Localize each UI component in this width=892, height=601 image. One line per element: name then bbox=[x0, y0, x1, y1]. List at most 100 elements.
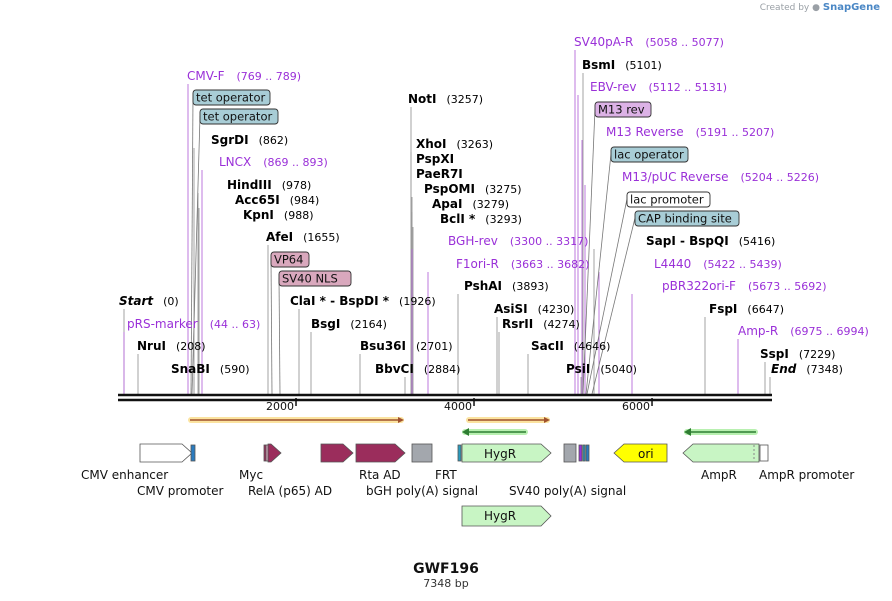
feature-box-lac-promoter bbox=[626, 191, 711, 208]
label-name: Amp-R bbox=[738, 324, 778, 338]
label-position: (978) bbox=[282, 179, 312, 192]
label-position: (988) bbox=[284, 209, 314, 222]
map-title-block: GWF196 7348 bp bbox=[0, 561, 892, 590]
label-name: FspI bbox=[709, 302, 737, 316]
rela-ad-arrow-2 bbox=[320, 443, 354, 463]
site-bsmi: BsmI (5101) bbox=[582, 58, 662, 72]
site-acc65i: Acc65I(984) bbox=[235, 193, 319, 207]
site-fspi: FspI (6647) bbox=[709, 302, 784, 316]
label-position: (5101) bbox=[625, 59, 662, 72]
site-sapi-bspqi: SapI - BspQI(5416) bbox=[646, 234, 775, 248]
site-asisi: AsiSI(4230) bbox=[494, 302, 574, 316]
site-clai-bspdi: ClaI * - BspDI * (1926) bbox=[290, 294, 436, 308]
label-position: (208) bbox=[176, 340, 206, 353]
rela-ad-arrow bbox=[267, 443, 282, 463]
label-name: End bbox=[771, 362, 797, 376]
label-position: (3275) bbox=[485, 183, 522, 196]
site-pspxi: PspXI bbox=[416, 152, 454, 166]
site-end: End(7348) bbox=[771, 362, 843, 376]
feature-box-label: VP64 bbox=[274, 253, 303, 267]
site-sgrdi: SgrDI(862) bbox=[211, 133, 288, 147]
label-position: (2701) bbox=[416, 340, 453, 353]
feature-box-label: lac promoter bbox=[630, 193, 704, 207]
label-position: (3293) bbox=[485, 213, 522, 226]
label-position: (3257) bbox=[447, 93, 484, 106]
box-label-line bbox=[191, 115, 201, 395]
feature-bgh-poly-a-signal: bGH poly(A) signal bbox=[366, 484, 478, 498]
plasmid-size: 7348 bp bbox=[423, 577, 469, 590]
feature-cmv-promoter: CMV promoter bbox=[137, 484, 224, 498]
label-position: (5204 .. 5226) bbox=[741, 171, 820, 184]
label-name: M13/pUC Reverse bbox=[622, 170, 729, 184]
site-noti: NotI (3257) bbox=[408, 92, 483, 106]
site-sspi: SspI(7229) bbox=[760, 347, 835, 361]
label-name: EBV-rev bbox=[590, 80, 636, 94]
label-position: (4230) bbox=[538, 303, 575, 316]
box-label-line bbox=[582, 108, 596, 395]
label-position: (1926) bbox=[399, 295, 436, 308]
feature-box-label: CAP binding site bbox=[638, 212, 732, 226]
label-name: F1ori-R bbox=[456, 257, 499, 271]
label-name: PsiI bbox=[566, 362, 590, 376]
backbone bbox=[118, 393, 772, 402]
label-name: BbvCI bbox=[375, 362, 414, 376]
box-label-line bbox=[591, 217, 636, 395]
feature-ampr-promoter: AmpR promoter bbox=[759, 468, 854, 482]
label-name: KpnI bbox=[243, 208, 274, 222]
label-position: (5112 .. 5131) bbox=[648, 81, 727, 94]
label-position: (769 .. 789) bbox=[236, 70, 301, 83]
feature-box-label: M13 rev bbox=[598, 103, 645, 117]
label-position: (5673 .. 5692) bbox=[748, 280, 827, 293]
label-name: NruI bbox=[137, 339, 166, 353]
plasmid-name: GWF196 bbox=[413, 561, 479, 577]
feature-box-cap-binding-site bbox=[634, 210, 740, 227]
label-name: PspOMI bbox=[424, 182, 475, 196]
label-name: NotI bbox=[408, 92, 437, 106]
credit-brand: SnapGene bbox=[822, 2, 880, 13]
primer-l4440: L4440(5422 .. 5439) bbox=[654, 257, 782, 271]
feature-box-label: lac operator bbox=[614, 148, 684, 162]
site-nrui: NruI (208) bbox=[137, 339, 206, 353]
label-name: LNCX bbox=[219, 155, 251, 169]
label-position: (4646) bbox=[574, 340, 611, 353]
label-name: ClaI * - BspDI * bbox=[290, 294, 390, 308]
feature-box-sv40-nls bbox=[278, 270, 352, 287]
site-bbvci: BbvCI(2884) bbox=[375, 362, 460, 376]
lac-operator-block bbox=[582, 444, 586, 462]
sv40-polya-block bbox=[563, 443, 577, 463]
label-position: (0) bbox=[163, 295, 179, 308]
feature-box-label: tet operator bbox=[203, 110, 272, 124]
primer-bgh-rev: BGH-rev(3300 .. 3317) bbox=[448, 234, 588, 248]
label-position: (5422 .. 5439) bbox=[703, 258, 782, 271]
site-sacii: SacII(4646) bbox=[531, 339, 610, 353]
site-afei: AfeI(1655) bbox=[266, 230, 340, 244]
vp64-block bbox=[265, 444, 269, 462]
site-xhoi: XhoI(3263) bbox=[416, 137, 493, 151]
feature-box-vp64 bbox=[270, 251, 310, 268]
label-name: CMV-F bbox=[187, 69, 225, 83]
primer-f1ori-r: F1ori-R (3663 .. 3682) bbox=[456, 257, 589, 271]
label-position: (6647) bbox=[747, 303, 784, 316]
primer-m13-reverse: M13 Reverse(5191 .. 5207) bbox=[606, 125, 774, 139]
primer-lncx: LNCX(869 .. 893) bbox=[219, 155, 328, 169]
label-position: (3663 .. 3682) bbox=[511, 258, 590, 271]
label-name: PaeR7I bbox=[416, 167, 463, 181]
orf-arrow-icon bbox=[398, 417, 404, 423]
bgh-polya-block bbox=[411, 443, 433, 463]
tick-label: 4000 bbox=[444, 400, 472, 413]
feature-myc: Myc bbox=[239, 468, 263, 482]
label-name: pBR322ori-F bbox=[662, 279, 736, 293]
label-name: PspXI bbox=[416, 152, 454, 166]
site-bsgi: BsgI(2164) bbox=[311, 317, 387, 331]
label-name: BsmI bbox=[582, 58, 615, 72]
label-name: Start bbox=[119, 294, 154, 308]
label-position: (590) bbox=[220, 363, 250, 376]
feature-rta-ad: Rta AD bbox=[359, 468, 401, 482]
label-name: SgrDI bbox=[211, 133, 249, 147]
orf-arrow-icon bbox=[544, 417, 550, 423]
label-position: (5058 .. 5077) bbox=[645, 36, 724, 49]
tick-label: 6000 bbox=[622, 400, 650, 413]
label-position: (2164) bbox=[350, 318, 387, 331]
